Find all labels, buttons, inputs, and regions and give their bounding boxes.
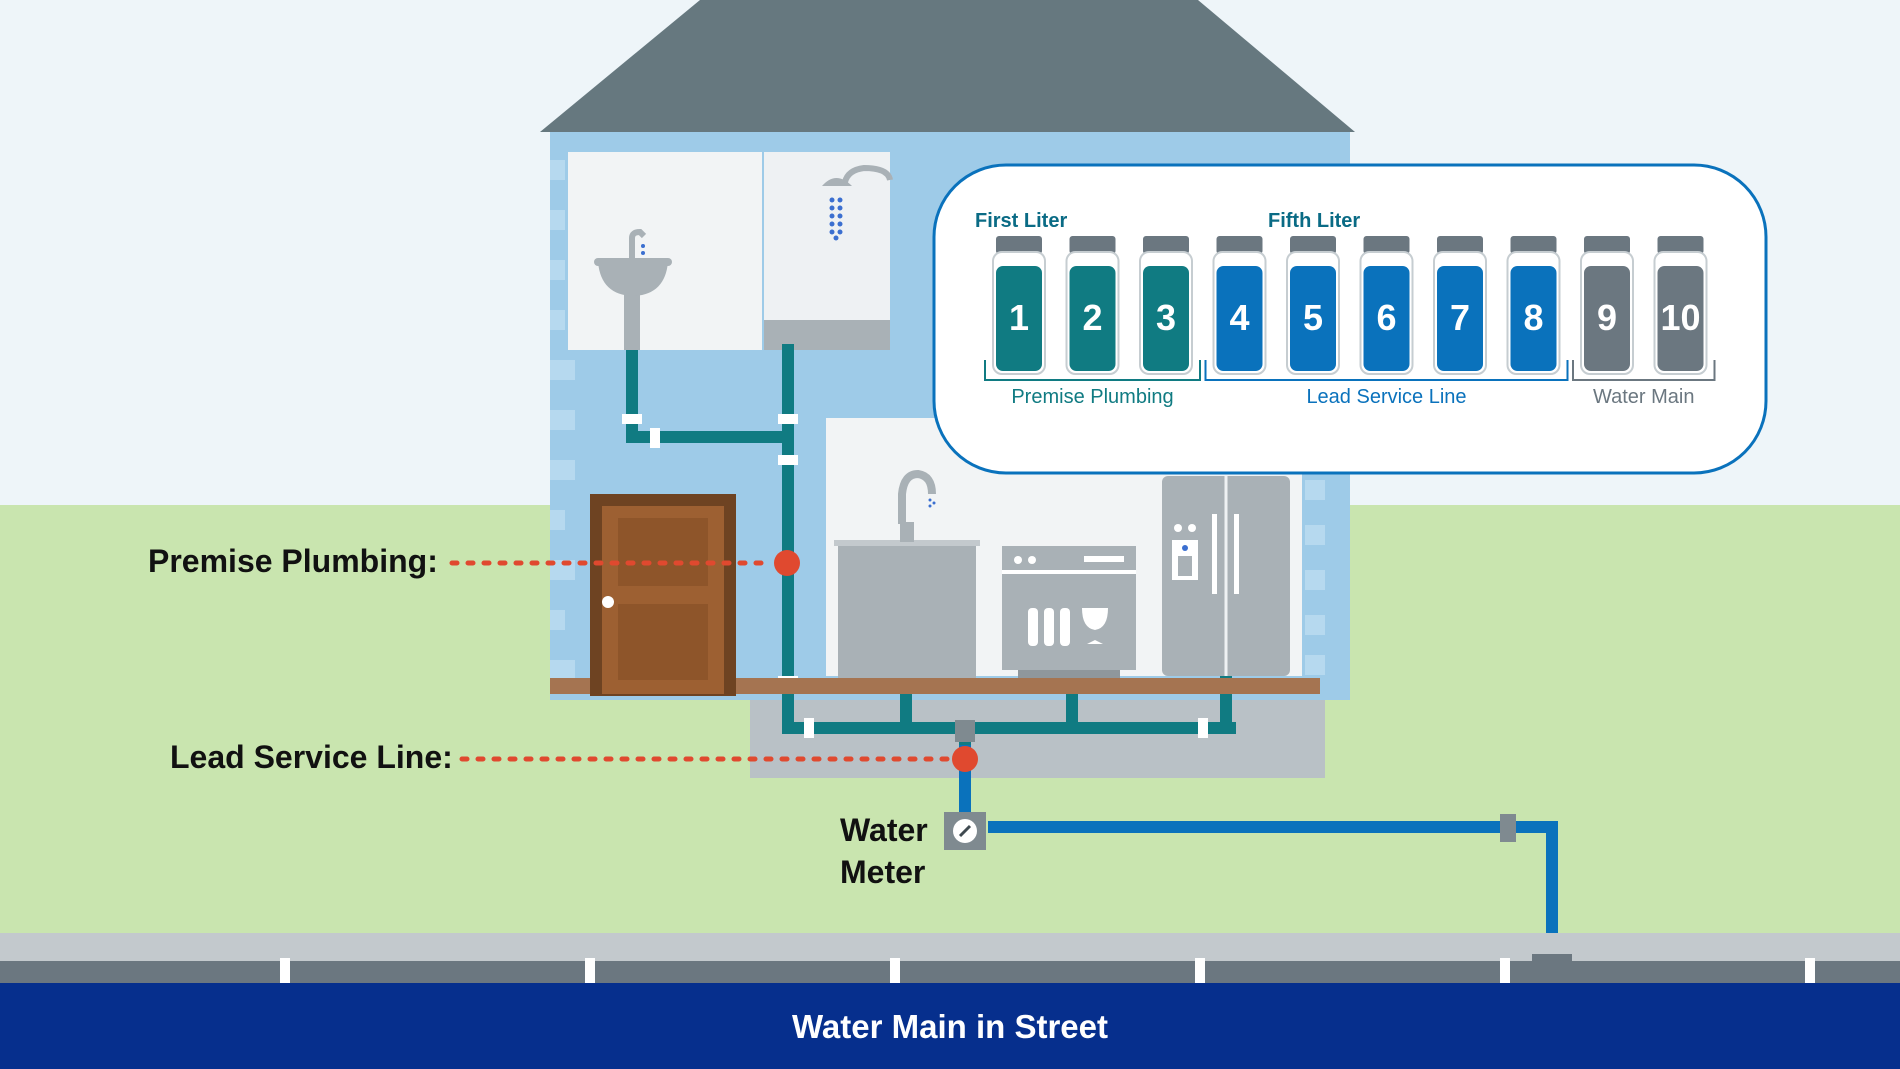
bottle-cap (1584, 236, 1630, 254)
bottle-fill (1363, 266, 1410, 371)
roof (540, 0, 1355, 132)
sample-bottle-10: 10 (1653, 236, 1708, 375)
refrigerator (1162, 476, 1290, 676)
bottle-fill (1143, 266, 1189, 371)
bracket-label: Lead Service Line (1306, 386, 1466, 408)
bottle-cap (1363, 236, 1410, 254)
group-brackets: Premise Plumbing Lead Service Line Water M… (984, 360, 1716, 408)
bottle-number: 5 (1303, 297, 1323, 338)
bathroom-sink (594, 228, 672, 350)
street-band (0, 983, 1900, 1069)
bottle-number: 3 (1156, 297, 1176, 338)
bracket-line (1204, 360, 1569, 381)
bottle-fill (1069, 266, 1116, 371)
fifth-liter-label: Fifth Liter (1268, 210, 1360, 232)
wall-bricks (550, 160, 1325, 680)
bottle-cap (1437, 236, 1483, 254)
sample-bottle-6: 6 (1359, 236, 1414, 375)
bottle-fill (1584, 266, 1630, 371)
bracket-main: Water Main (1572, 360, 1716, 408)
sample-bottle-4: 4 (1212, 236, 1267, 375)
bottle-number: 2 (1082, 297, 1102, 338)
bottle-fill (1216, 266, 1263, 371)
first-liter-label: First Liter (975, 210, 1067, 232)
bottle-fill (1437, 266, 1483, 371)
door (590, 494, 736, 696)
curb-stop (1500, 814, 1516, 842)
sample-bottle-5: 5 (1286, 236, 1340, 375)
bracket-label: Premise Plumbing (1011, 386, 1173, 408)
bottle-cap (1143, 236, 1189, 254)
main-pipe-joints (280, 958, 1815, 984)
bottle-number: 4 (1229, 297, 1249, 338)
bottle-number: 8 (1523, 297, 1543, 338)
bottle-cap (996, 236, 1042, 254)
floor (550, 678, 1320, 694)
bottle-cap (1290, 236, 1336, 254)
bottle-fill (996, 266, 1042, 371)
bottle-number: 10 (1660, 297, 1700, 338)
premise-plumbing-label: Premise Plumbing: (148, 543, 438, 579)
street-label: Water Main in Street (792, 1008, 1108, 1045)
shower (822, 164, 893, 241)
bottle-cap (1069, 236, 1116, 254)
bottle-cap (1510, 236, 1557, 254)
bottle-fill (1510, 266, 1557, 371)
street-sidewalk (0, 933, 1900, 961)
sample-bottle-2: 2 (1065, 236, 1120, 375)
bracket-label: Water Main (1593, 386, 1695, 408)
water-meter-label-1: Water (840, 812, 928, 848)
sample-bottle-1: 1 (992, 236, 1046, 375)
bathroom-sink-room (568, 152, 762, 350)
sample-bottle-8: 8 (1506, 236, 1561, 375)
bottle-number: 1 (1009, 297, 1029, 338)
service-valve (955, 720, 975, 742)
lead-service-line-label: Lead Service Line: (170, 739, 453, 775)
water-meter-label-2: Meter (840, 854, 925, 890)
sample-bottles: 1 2 3 4 5 6 7 8 9 10 (992, 236, 1708, 375)
bottle-cap (1216, 236, 1263, 254)
bracket-line (1572, 360, 1716, 381)
water-main-pipe (0, 961, 1900, 983)
kitchen-sink (834, 469, 980, 678)
bottle-fill (1657, 266, 1704, 371)
lead-marker (952, 746, 978, 772)
sample-bottle-9: 9 (1580, 236, 1634, 375)
bracket-line (984, 360, 1201, 381)
bottle-number: 7 (1450, 297, 1470, 338)
sampling-callout: First Liter Fifth Liter 1 2 3 4 5 6 7 8 9 10 Prem… (932, 163, 1768, 475)
main-tap (1532, 954, 1572, 964)
water-meter-icon (944, 812, 986, 850)
dishwasher (1002, 546, 1136, 678)
bottle-cap (1657, 236, 1704, 254)
callout-box (932, 163, 1768, 475)
bracket-lead: Lead Service Line (1204, 360, 1569, 408)
premise-marker (774, 550, 800, 576)
bracket-premise: Premise Plumbing (984, 360, 1201, 408)
bottle-number: 6 (1376, 297, 1396, 338)
sample-bottle-7: 7 (1433, 236, 1487, 375)
sample-bottle-3: 3 (1139, 236, 1193, 375)
bottle-number: 9 (1597, 297, 1617, 338)
bottle-fill (1290, 266, 1336, 371)
